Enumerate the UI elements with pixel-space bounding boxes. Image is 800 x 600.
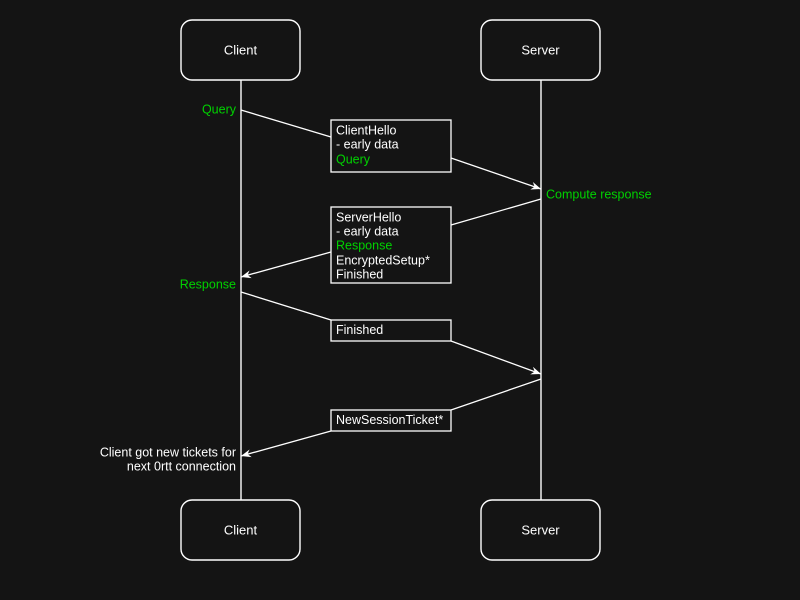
message-new-session-ticket-leg-in: [450, 378, 542, 411]
message-finished-leg-in: [240, 291, 332, 321]
message-finished-box[interactable]: [330, 319, 452, 342]
actor-client-top[interactable]: Client: [180, 19, 301, 81]
message-server-hello-leg-out: [240, 251, 332, 279]
actor-client-bottom-label: Client: [224, 522, 258, 537]
message-server-hello-line-0: ServerHello: [336, 210, 401, 224]
message-server-hello-line-4: Finished: [336, 267, 383, 281]
message-client-hello-line-1: - early data: [336, 137, 399, 151]
message-server-hello-box[interactable]: [330, 206, 452, 284]
annotation-new-tickets-line-2: next 0rtt connection: [127, 459, 236, 473]
message-server-hello-line-2: Response: [336, 238, 392, 252]
annotation-response: Response: [180, 277, 236, 291]
message-server-hello-line-3: EncryptedSetup*: [336, 253, 430, 267]
message-new-session-ticket: NewSessionTicket*: [240, 378, 542, 458]
message-new-session-ticket-leg-out: [240, 430, 332, 458]
message-client-hello-leg-in: [240, 109, 332, 138]
message-finished: Finished: [240, 291, 542, 375]
message-server-hello: ServerHello - early data Response Encryp…: [240, 198, 542, 284]
message-client-hello-leg-out: [450, 157, 542, 190]
actor-client-bottom[interactable]: Client: [180, 499, 301, 561]
message-server-hello-leg-in: [450, 198, 542, 226]
annotation-query: Query: [202, 102, 237, 116]
actor-server-bottom-label: Server: [521, 522, 560, 537]
actor-server-top-label: Server: [521, 42, 560, 57]
message-client-hello: ClientHello - early data Query: [240, 109, 542, 190]
actor-client-top-label: Client: [224, 42, 258, 57]
message-finished-line-0: Finished: [336, 323, 383, 337]
actor-server-top-box[interactable]: [480, 19, 601, 81]
actor-server-top[interactable]: Server: [480, 19, 601, 81]
actor-server-bottom-box[interactable]: [480, 499, 601, 561]
message-client-hello-line-0: ClientHello: [336, 123, 396, 137]
message-client-hello-line-2: Query: [336, 152, 371, 166]
message-new-session-ticket-box[interactable]: [330, 409, 452, 432]
message-client-hello-box[interactable]: [330, 119, 452, 173]
annotation-new-tickets-line-1: Client got new tickets for: [100, 445, 236, 459]
message-server-hello-line-1: - early data: [336, 224, 399, 238]
actor-client-top-box[interactable]: [180, 19, 301, 81]
message-finished-leg-out: [450, 340, 542, 375]
actor-server-bottom[interactable]: Server: [480, 499, 601, 561]
actor-client-bottom-box[interactable]: [180, 499, 301, 561]
message-new-session-ticket-line-0: NewSessionTicket*: [336, 413, 443, 427]
annotation-compute-response: Compute response: [546, 187, 652, 201]
